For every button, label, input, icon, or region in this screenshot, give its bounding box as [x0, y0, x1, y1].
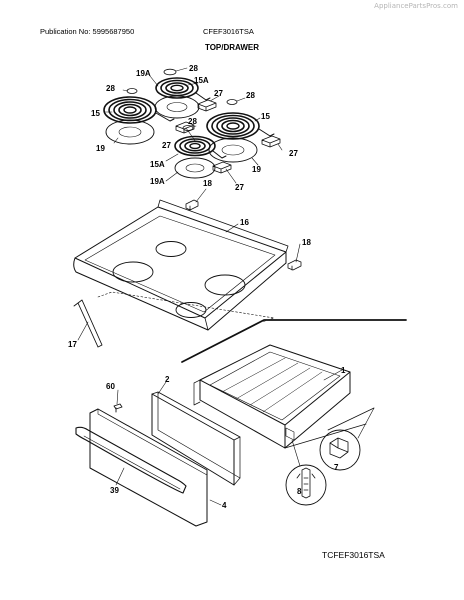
callout-28: 28: [189, 64, 198, 73]
element-small-front[interactable]: [174, 135, 227, 159]
callout-15a: 15A: [194, 76, 209, 85]
callout-7: 7: [334, 463, 339, 472]
drawer-liner[interactable]: [151, 391, 241, 486]
callout-16: 16: [240, 218, 249, 227]
callout-27: 27: [235, 183, 244, 192]
surface-elements: [103, 68, 281, 211]
callout-60: 60: [106, 382, 115, 391]
callout-15: 15: [261, 112, 270, 121]
callout-27: 27: [162, 141, 171, 150]
cooktop[interactable]: [73, 199, 289, 331]
callout-28: 28: [246, 91, 255, 100]
diagram-code: TCFEF3016TSA: [322, 550, 385, 560]
receptacle-blocks[interactable]: [175, 99, 281, 174]
callout-4: 4: [222, 501, 227, 510]
element-large-right[interactable]: [206, 112, 275, 140]
callout-19: 19: [96, 144, 105, 153]
clip-lower[interactable]: [287, 259, 302, 271]
drip-bowl-right[interactable]: [208, 137, 258, 163]
callout-39: 39: [110, 486, 119, 495]
trim-ring-left[interactable]: [126, 88, 138, 94]
callout-labels: 28 19A 15A 28 27 28 15 15 19 27 28 19 27…: [68, 64, 346, 510]
trim-ring-front[interactable]: [182, 125, 194, 131]
publication-number: Publication No: 5995687950: [40, 27, 135, 36]
inset-part-7[interactable]: [319, 407, 375, 471]
screw[interactable]: [113, 403, 123, 413]
callout-18: 18: [302, 238, 311, 247]
drip-bowl-front[interactable]: [174, 157, 216, 179]
element-small-top[interactable]: [155, 77, 211, 101]
callout-2: 2: [165, 375, 170, 384]
trim-ring-right[interactable]: [226, 99, 238, 105]
callout-15: 15: [91, 109, 100, 118]
callout-15a: 15A: [150, 160, 165, 169]
support-rod[interactable]: [73, 299, 103, 348]
leader-lines: [77, 67, 343, 506]
section-title: TOP/DRAWER: [204, 43, 260, 52]
callout-28: 28: [188, 117, 197, 126]
trim-ring-top[interactable]: [163, 68, 177, 76]
drawer-front-panel[interactable]: [75, 408, 208, 527]
inset-part-8[interactable]: [285, 439, 327, 506]
element-large-left[interactable]: [103, 96, 175, 124]
clip-upper[interactable]: [185, 199, 199, 211]
separator-line: [181, 319, 407, 363]
drip-bowl-top[interactable]: [154, 95, 200, 119]
callout-27: 27: [289, 149, 298, 158]
callout-19a: 19A: [136, 69, 151, 78]
callout-8: 8: [297, 487, 302, 496]
callout-17: 17: [68, 340, 77, 349]
callout-19: 19: [252, 165, 261, 174]
callout-1: 1: [341, 366, 346, 375]
callout-18: 18: [203, 179, 212, 188]
callout-27: 27: [214, 89, 223, 98]
watermark: AppliancePartsPros.com: [374, 2, 458, 10]
callout-28: 28: [106, 84, 115, 93]
model-number: CFEF3016TSA: [203, 27, 254, 36]
callout-19a: 19A: [150, 177, 165, 186]
